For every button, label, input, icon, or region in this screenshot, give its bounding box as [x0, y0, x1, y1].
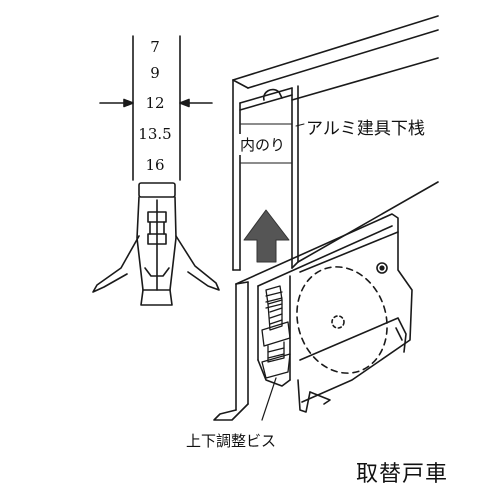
roller-body [213, 213, 413, 421]
rivet-icon [376, 262, 388, 274]
size-label-16: 16 [145, 156, 165, 174]
dimension-arrow-icon [99, 98, 213, 108]
sill-label: アルミ建具下桟 [306, 119, 425, 139]
size-label-7: 7 [150, 38, 160, 56]
dimension-chart [99, 35, 213, 181]
size-label-9: 9 [150, 64, 160, 82]
up-arrow-icon [243, 209, 290, 263]
size-label-13-5: 13.5 [138, 125, 172, 143]
roller-section-sketch [92, 182, 220, 306]
adjust-screw-icon [261, 285, 291, 421]
size-label-12: 12 [145, 94, 165, 112]
aluminum-sill [232, 15, 439, 271]
adjust-screw-label: 上下調整ビス [186, 432, 277, 450]
clear-width-label: 内のり [239, 134, 287, 155]
diagram-title: 取替戸車 [356, 462, 449, 487]
